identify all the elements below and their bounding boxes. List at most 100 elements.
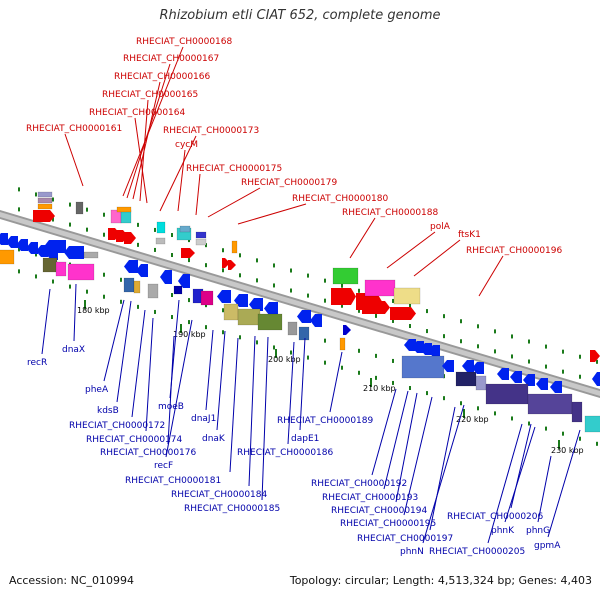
gene-arrow (310, 314, 322, 327)
track-dot (35, 192, 37, 197)
gene-label-ftsk1[interactable]: ftsK1 (458, 230, 481, 240)
gene-label-rheciat-ch0000194[interactable]: RHECIAT_CH0000194 (331, 506, 428, 516)
label-line (478, 255, 504, 297)
gene-label-rheciat-ch0000189[interactable]: RHECIAT_CH0000189 (277, 416, 374, 426)
track-dot (528, 339, 530, 344)
gene-label-rheciat-ch0000172[interactable]: RHECIAT_CH0000172 (69, 421, 165, 431)
gene-label-rheciat-ch0000186[interactable]: RHECIAT_CH0000186 (237, 448, 334, 458)
gene-arrow (343, 325, 351, 335)
track-dot (324, 338, 326, 343)
gene-label-rheciat-ch0000164[interactable]: RHECIAT_CH0000164 (89, 108, 186, 118)
gene-label-dape1[interactable]: dapE1 (291, 434, 319, 444)
gene-block (0, 249, 15, 265)
gene-label-phng[interactable]: phnG (526, 526, 550, 536)
gene-label-rheciat-ch0000174[interactable]: RHECIAT_CH0000174 (86, 435, 183, 445)
track-dot (171, 233, 173, 238)
gene-label-rheciat-ch0000168[interactable]: RHECIAT_CH0000168 (136, 37, 233, 47)
scale-tick-label: 210 kbp (363, 384, 396, 393)
track-dot (392, 298, 394, 303)
gene-label-rheciat-ch0000180[interactable]: RHECIAT_CH0000180 (292, 194, 389, 204)
gene-label-rheciat-ch0000176[interactable]: RHECIAT_CH0000176 (100, 448, 197, 458)
track-dot (494, 349, 496, 354)
gene-label-dnak[interactable]: dnaK (202, 434, 226, 444)
gene-label-moeb[interactable]: moeB (158, 402, 184, 412)
gene-label-rheciat-ch0000205[interactable]: RHECIAT_CH0000205 (429, 547, 525, 557)
gene-label-rheciat-ch0000167[interactable]: RHECIAT_CH0000167 (123, 54, 219, 64)
gene-label-phea[interactable]: pheA (85, 385, 109, 395)
gene-block (37, 191, 53, 198)
gene-label-rheciat-ch0000192[interactable]: RHECIAT_CH0000192 (311, 479, 407, 489)
topology-text: Topology: circular; Length: 4,513,324 bp… (289, 574, 592, 587)
gene-arrow (472, 362, 484, 374)
gene-block (195, 231, 207, 239)
gene-label-dnax[interactable]: dnaX (62, 345, 85, 355)
track-dot (562, 369, 564, 374)
track-dot (18, 247, 20, 252)
lower-label-lines (41, 283, 581, 544)
gene-label-rheciat-ch0000193[interactable]: RHECIAT_CH0000193 (322, 493, 418, 503)
track-dot (392, 380, 394, 385)
scale-tick-label: 220 kbp (456, 415, 489, 424)
gene-arrow (234, 294, 248, 307)
gene-label-kdsb[interactable]: kdsB (97, 406, 119, 416)
track-dot (596, 359, 598, 364)
track-dot (358, 308, 360, 313)
track-dot (35, 274, 37, 279)
gene-label-rheciat-ch0000195[interactable]: RHECIAT_CH0000195 (340, 519, 436, 529)
gene-label-rheciat-ch0000175[interactable]: RHECIAT_CH0000175 (186, 164, 282, 174)
gene-block (116, 206, 132, 213)
gene-label-rheciat-ch0000179[interactable]: RHECIAT_CH0000179 (241, 178, 338, 188)
label-line (145, 317, 154, 432)
gene-block (332, 267, 359, 285)
gene-arrow (6, 236, 18, 248)
track-dot (273, 345, 275, 350)
track-dot (494, 411, 496, 416)
gene-arrow (16, 239, 28, 251)
gene-label-rheciat-ch0000206[interactable]: RHECIAT_CH0000206 (447, 512, 544, 522)
gene-label-pola[interactable]: polA (430, 222, 451, 232)
track-dot (137, 242, 139, 247)
gene-label-rheciat-ch0000161[interactable]: RHECIAT_CH0000161 (26, 124, 122, 134)
gene-label-cycm[interactable]: cycM (175, 140, 198, 150)
gene-label-dnaj1[interactable]: dnaJ1 (191, 414, 216, 424)
gene-label-rheciat-ch0000197[interactable]: RHECIAT_CH0000197 (357, 534, 453, 544)
gene-block (571, 401, 583, 423)
track-dot (460, 339, 462, 344)
label-line (41, 288, 51, 355)
track-dot (426, 309, 428, 314)
gene-block (173, 285, 183, 295)
track-dot (426, 391, 428, 396)
gene-label-rheciat-ch0000181[interactable]: RHECIAT_CH0000181 (125, 476, 221, 486)
gene-label-rheciat-ch0000173[interactable]: RHECIAT_CH0000173 (163, 126, 259, 136)
track-dot (205, 303, 207, 308)
label-line (159, 135, 197, 212)
gene-label-phnn[interactable]: phnN (400, 547, 424, 557)
gene-arrow (228, 260, 236, 270)
gene-label-rheciat-ch0000165[interactable]: RHECIAT_CH0000165 (102, 90, 198, 100)
gene-label-phnk[interactable]: phnK (491, 526, 515, 536)
gene-label-rheciat-ch0000185[interactable]: RHECIAT_CH0000185 (184, 504, 280, 514)
track-dot (443, 334, 445, 339)
track-dot (409, 324, 411, 329)
gene-label-recf[interactable]: recF (154, 461, 173, 471)
track-dot (511, 354, 513, 359)
gene-arrow (36, 245, 48, 257)
label-line (349, 217, 376, 259)
gene-arrow (523, 374, 535, 386)
track-dot (256, 278, 258, 283)
label-line (216, 330, 226, 431)
gene-block (455, 371, 477, 387)
track-dot (528, 421, 530, 426)
gene-label-rheciat-ch0000196[interactable]: RHECIAT_CH0000196 (466, 246, 563, 256)
gene-label-rheciat-ch0000184[interactable]: RHECIAT_CH0000184 (171, 490, 268, 500)
gene-block (584, 415, 600, 433)
gene-label-gpma[interactable]: gpmA (534, 541, 561, 551)
gene-label-rheciat-ch0000188[interactable]: RHECIAT_CH0000188 (342, 208, 439, 218)
label-line (429, 406, 456, 531)
gene-label-rheciat-ch0000166[interactable]: RHECIAT_CH0000166 (114, 72, 211, 82)
track-dot (239, 335, 241, 340)
gene-label-recr[interactable]: recR (27, 358, 47, 368)
label-line (299, 337, 306, 431)
label-line (504, 426, 536, 523)
